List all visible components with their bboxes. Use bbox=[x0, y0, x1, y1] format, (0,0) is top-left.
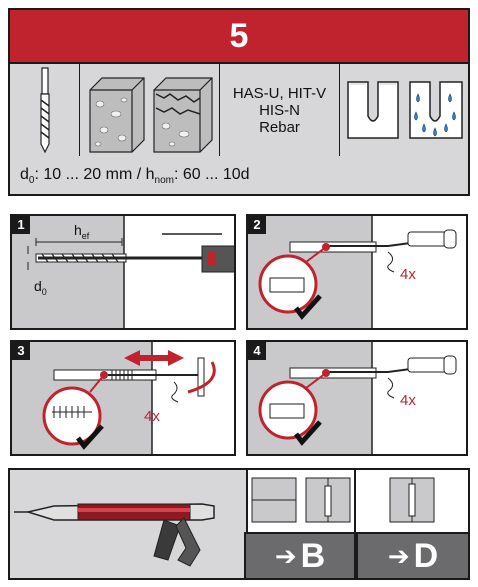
step-3-panel: 3 4x bbox=[10, 340, 236, 456]
concrete-icon bbox=[89, 77, 145, 153]
anchor-set-icon bbox=[251, 477, 351, 523]
spec-line: d0: 10 ... 20 mm / hnom: 60 ... 10d bbox=[20, 166, 250, 186]
step-number-badge: 2 bbox=[248, 216, 266, 234]
option-b-diagram bbox=[246, 470, 356, 532]
blowing-illustration bbox=[248, 342, 466, 454]
anchor-vertical-icon bbox=[389, 477, 435, 523]
drill-bit-cell bbox=[10, 64, 80, 156]
arrow-right-icon: ➔ bbox=[274, 540, 297, 571]
dry-hole-icon bbox=[347, 81, 399, 139]
step-number: 5 bbox=[229, 16, 249, 55]
anchor-type: HIS-N bbox=[259, 101, 300, 119]
anchor-types-cell: HAS-U, HIT-V HIS-N Rebar bbox=[220, 64, 340, 156]
info-panel: HAS-U, HIT-V HIS-N Rebar d0: 10 ... 20 m… bbox=[8, 64, 470, 196]
hole-conditions-cell bbox=[340, 64, 470, 156]
repeat-count: 4x bbox=[144, 408, 160, 425]
drill-bit-icon bbox=[40, 67, 50, 154]
wet-hole-icon bbox=[409, 81, 463, 139]
spec-d-symbol: d bbox=[20, 166, 29, 183]
go-to-step-b[interactable]: ➔ B bbox=[244, 532, 356, 580]
step-2-panel: 2 4x bbox=[246, 214, 468, 330]
spec-h-subscript: nom bbox=[154, 175, 174, 187]
step-letter: D bbox=[413, 536, 439, 575]
spec-d-subscript: 0 bbox=[28, 175, 35, 187]
drilling-illustration bbox=[12, 216, 234, 328]
embedment-depth-label: hef bbox=[74, 222, 90, 241]
go-to-step-d[interactable]: ➔ D bbox=[356, 532, 470, 580]
step-header: 5 bbox=[8, 8, 470, 64]
concrete-cell bbox=[80, 64, 220, 156]
hole-diameter-label: d0 bbox=[34, 278, 47, 297]
step-number-badge: 1 bbox=[12, 216, 30, 234]
anchor-type: HAS-U, HIT-V bbox=[232, 84, 327, 102]
arrow-right-icon: ➔ bbox=[387, 540, 410, 571]
step-4-panel: 4 4x bbox=[246, 340, 468, 456]
dispenser-icon bbox=[14, 503, 215, 567]
repeat-count: 4x bbox=[400, 392, 416, 409]
blowing-illustration bbox=[248, 216, 466, 328]
step-letter: B bbox=[300, 536, 326, 575]
anchor-type: Rebar bbox=[259, 118, 300, 136]
anchor-types: HAS-U, HIT-V HIS-N Rebar bbox=[233, 85, 326, 136]
step-number-badge: 3 bbox=[12, 342, 30, 360]
spec-d-range: : 10 ... 20 mm / h bbox=[34, 166, 155, 183]
spec-h-range: : 60 ... 10d bbox=[173, 166, 250, 183]
option-d-diagram bbox=[356, 470, 468, 532]
step-1-panel: 1 hef d0 bbox=[10, 214, 236, 330]
brushing-illustration bbox=[12, 342, 234, 454]
step-number-badge: 4 bbox=[248, 342, 266, 360]
repeat-count: 4x bbox=[400, 266, 416, 283]
cracked-concrete-icon bbox=[153, 77, 213, 153]
